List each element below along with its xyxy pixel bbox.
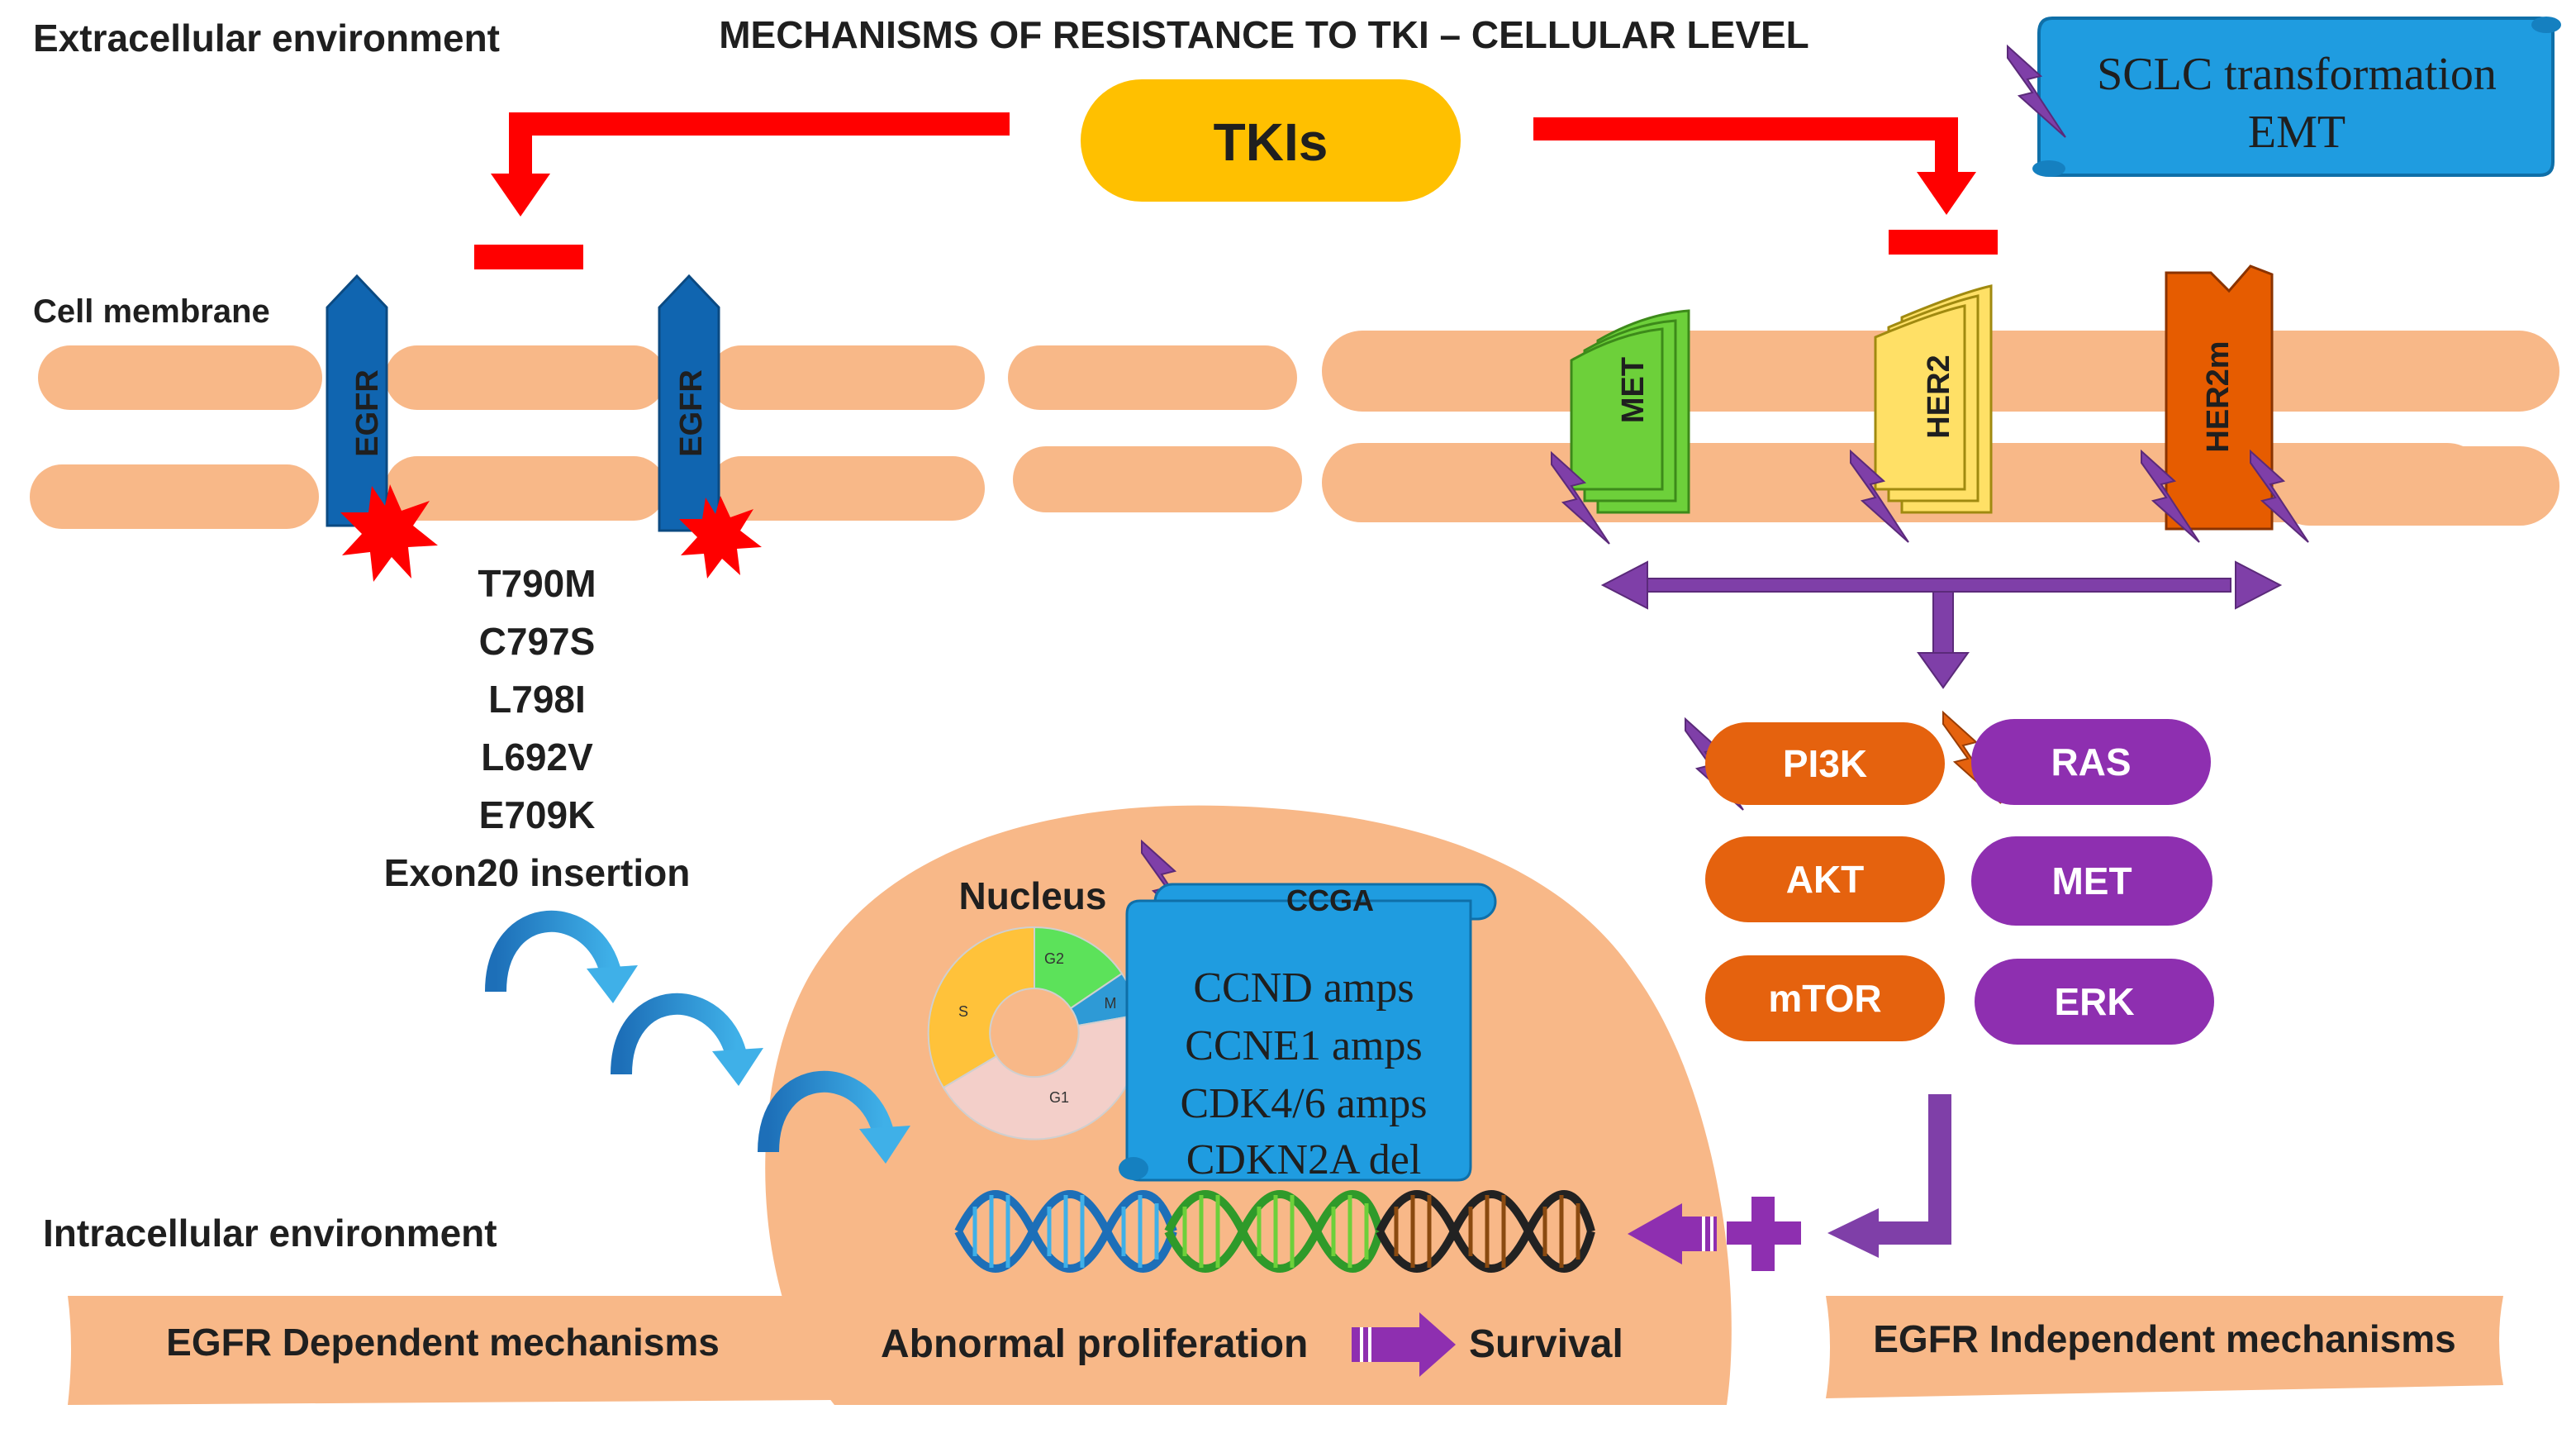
curved-arrow-2 [611,993,763,1086]
node-mtor-label: mTOR [1768,977,1881,1020]
egfr-left-label: EGFR [350,369,385,457]
independent-banner: EGFR Independent mechanisms [1826,1296,2503,1398]
inhibition-bar-left [474,245,583,269]
met-label: MET [1616,357,1651,423]
ccga-scroll: CCGA CCND amps CCNE1 amps CDK4/6 amps CD… [1119,883,1497,1183]
ccga-item: CDK4/6 amps [1181,1080,1428,1127]
mutation-item: C797S [479,620,596,663]
egfr-receptor-right: EGFR [658,274,720,532]
lightning-icon [2250,449,2309,543]
pathway-nodes: PI3K RAS AKT MET mTOR ERK [1705,719,2214,1045]
pathway-return-arrow [1827,1094,1951,1258]
signal-bidirectional-arrow [1600,560,2283,610]
membrane-label: Cell membrane [33,293,270,330]
node-erk-label: ERK [2054,980,2134,1023]
mutation-burst-right [679,496,762,579]
lightning-icon [1551,450,1610,545]
phase-g1-label: G1 [1049,1089,1069,1106]
curved-arrows [485,911,910,1164]
diagram-title: MECHANISMS OF RESISTANCE TO TKI – CELLUL… [719,13,1809,56]
plus-icon [1727,1197,1801,1271]
dna-helix-blue [954,1190,1177,1273]
ccga-title: CCGA [1286,883,1374,917]
outcome-proliferation: Abnormal proliferation [881,1322,1308,1366]
node-pi3k: PI3K [1705,722,1945,805]
lightning-icon [2141,449,2200,543]
mutation-burst-left [340,484,438,582]
node-met: MET [1971,836,2212,926]
cell-cycle-ring: G2 M G1 S [927,926,1141,1140]
phase-g1 [942,1013,1141,1140]
tki-inhibition-left [474,112,1010,269]
node-mtor: mTOR [1705,955,1945,1041]
dna-helix-black [1376,1190,1595,1273]
phase-m-label: M [1105,995,1117,1012]
her2-label: HER2 [1922,355,1956,438]
egfr-mutation-list: T790M C797S L798I L692V E709K Exon20 ins… [384,562,691,894]
sclc-scroll: SCLC transformation EMT [2032,17,2561,177]
outcome-arrow [1352,1312,1456,1377]
ccga-item: CCNE1 amps [1185,1022,1422,1069]
independent-banner-label: EGFR Independent mechanisms [1873,1317,2455,1360]
node-akt: AKT [1705,836,1945,922]
outcome-survival: Survival [1469,1322,1623,1366]
dna-helix-green [1164,1190,1384,1273]
nucleus-label: Nucleus [959,874,1107,917]
extracellular-label: Extracellular environment [33,17,500,60]
curved-arrow-1 [485,911,638,1003]
mutation-item: L692V [481,736,593,779]
node-ras: RAS [1971,719,2211,805]
mutation-item: E709K [479,793,596,836]
lightning-icon [1850,449,1909,543]
mutation-item: T790M [478,562,596,605]
her2m-label: HER2m [2201,340,2236,452]
node-met-label: MET [2051,859,2132,902]
phase-s-label: S [958,1003,968,1020]
node-erk: ERK [1975,959,2214,1045]
met-receptor: MET [1570,309,1690,514]
tki-inhibition-right [1533,117,1998,255]
mutation-item: L798I [488,678,586,721]
mutation-item: Exon20 insertion [384,851,691,894]
sclc-line1: SCLC transformation [2097,49,2497,100]
node-akt-label: AKT [1786,858,1865,901]
egfr-receptor-left: EGFR [326,274,388,527]
inhibition-bar-right [1889,230,1998,255]
tki-label: TKIs [1214,112,1328,172]
phase-g2-label: G2 [1044,950,1064,967]
curved-arrow-3 [758,1071,910,1164]
ccga-item: CDKN2A del [1186,1136,1422,1183]
egfr-right-label: EGFR [674,369,709,457]
signal-down-arrow [1917,591,1970,689]
phase-s [927,926,1035,1089]
her2m-receptor: HER2m [2165,264,2274,531]
sclc-line2: EMT [2248,107,2345,158]
nucleus-input-arrow [1628,1203,1717,1264]
intracellular-label: Intracellular environment [43,1212,497,1255]
ccga-item: CCND amps [1193,964,1414,1012]
node-pi3k-label: PI3K [1783,742,1867,785]
dependent-banner-label: EGFR Dependent mechanisms [166,1321,720,1364]
tki-pill: TKIs [1081,79,1461,202]
node-ras-label: RAS [2051,740,2131,783]
her2-receptor: HER2 [1874,284,1993,514]
lightning-icon [2007,44,2066,138]
dependent-banner: EGFR Dependent mechanisms [68,1296,834,1405]
